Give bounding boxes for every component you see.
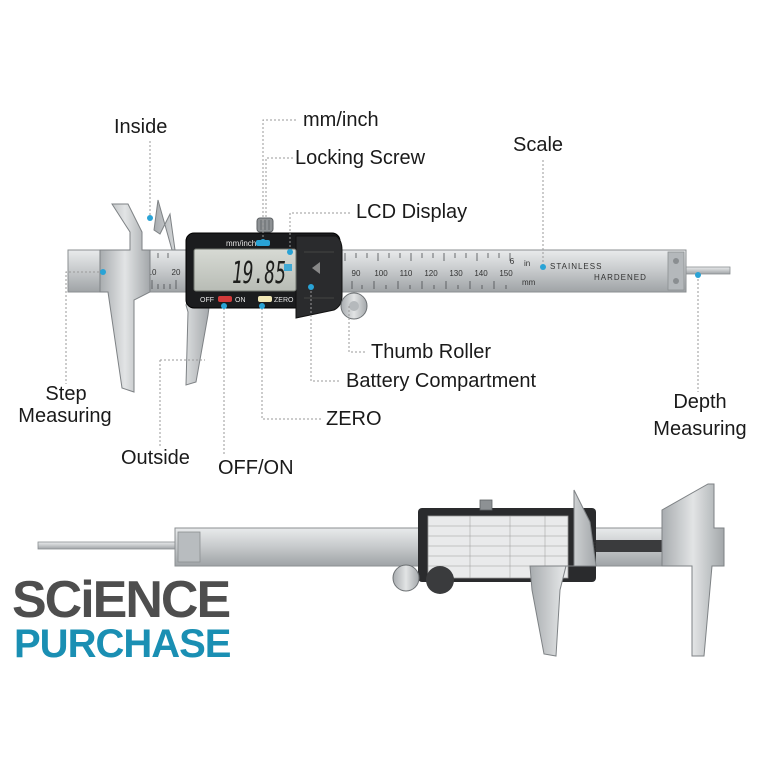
brand-logo-line1: SCiENCE (12, 571, 231, 629)
mm-number: 130 (449, 269, 463, 278)
label-thumb-roller: Thumb Roller (371, 341, 492, 363)
leader-thumb-roller (348, 306, 366, 353)
main-beam (67, 249, 687, 293)
off-on-button[interactable] (218, 296, 232, 302)
inch-unit: in (524, 259, 530, 268)
off-label: OFF (200, 297, 214, 304)
mm-unit: mm (522, 278, 536, 287)
mm-number: 10 (148, 268, 157, 277)
inch-number: 6 (510, 257, 515, 266)
label-locking-screw: Locking Screw (295, 147, 426, 169)
leader-battery (310, 287, 340, 382)
label-step-measuring-2: Measuring (18, 405, 112, 427)
mm-number: 100 (374, 269, 388, 278)
mm-number: 110 (400, 269, 413, 278)
leader-locking-screw (265, 157, 293, 218)
lcd-screen (193, 248, 297, 292)
mm-number: 150 (499, 269, 513, 278)
leader-zero (261, 304, 321, 420)
depth-rod-bottom (37, 541, 199, 550)
leader-lines (65, 119, 699, 455)
label-battery-compartment: Battery Compartment (346, 370, 537, 392)
zero-button[interactable] (258, 296, 272, 302)
label-outside: Outside (121, 447, 190, 469)
label-scale: Scale (513, 134, 564, 156)
battery-compartment-cover (295, 235, 343, 319)
sliding-jaw-bottom (529, 489, 597, 657)
label-zero: ZERO (326, 408, 382, 430)
mm-number: 90 (352, 269, 361, 278)
brand-logo-line2: PURCHASE (14, 622, 231, 666)
label-off-on: OFF/ON (218, 457, 294, 479)
fixed-jaw (99, 203, 151, 393)
zero-label: ZERO (274, 297, 294, 304)
leader-step (65, 271, 103, 384)
leader-lcd-display (289, 212, 350, 250)
label-lcd-display: LCD Display (356, 201, 468, 223)
mm-number: 120 (424, 269, 438, 278)
leader-mm-inch (262, 119, 296, 240)
thumb-roller-bottom (392, 564, 420, 592)
on-label: ON (235, 297, 246, 304)
label-inside: Inside (114, 116, 168, 138)
lcd-reading: 19.85 (232, 256, 286, 291)
beam-end-cap (667, 251, 685, 291)
label-depth-measuring-1: Depth (673, 391, 727, 413)
label-depth-measuring-2: Measuring (653, 418, 747, 440)
label-step-measuring-1: Step (45, 383, 87, 405)
hardened-text: HARDENED (594, 273, 647, 282)
mm-number: 20 (172, 268, 181, 277)
leader-dots (100, 215, 701, 309)
stainless-text: STAINLESS (550, 262, 602, 271)
bottom-caliper: CE (37, 483, 725, 657)
label-mm-inch: mm/inch (303, 109, 379, 131)
fixed-jaw-bottom (661, 483, 725, 657)
mm-number: 140 (474, 269, 488, 278)
leader-outside (159, 359, 205, 446)
mm-inch-button-label: mm/inch (226, 239, 256, 248)
